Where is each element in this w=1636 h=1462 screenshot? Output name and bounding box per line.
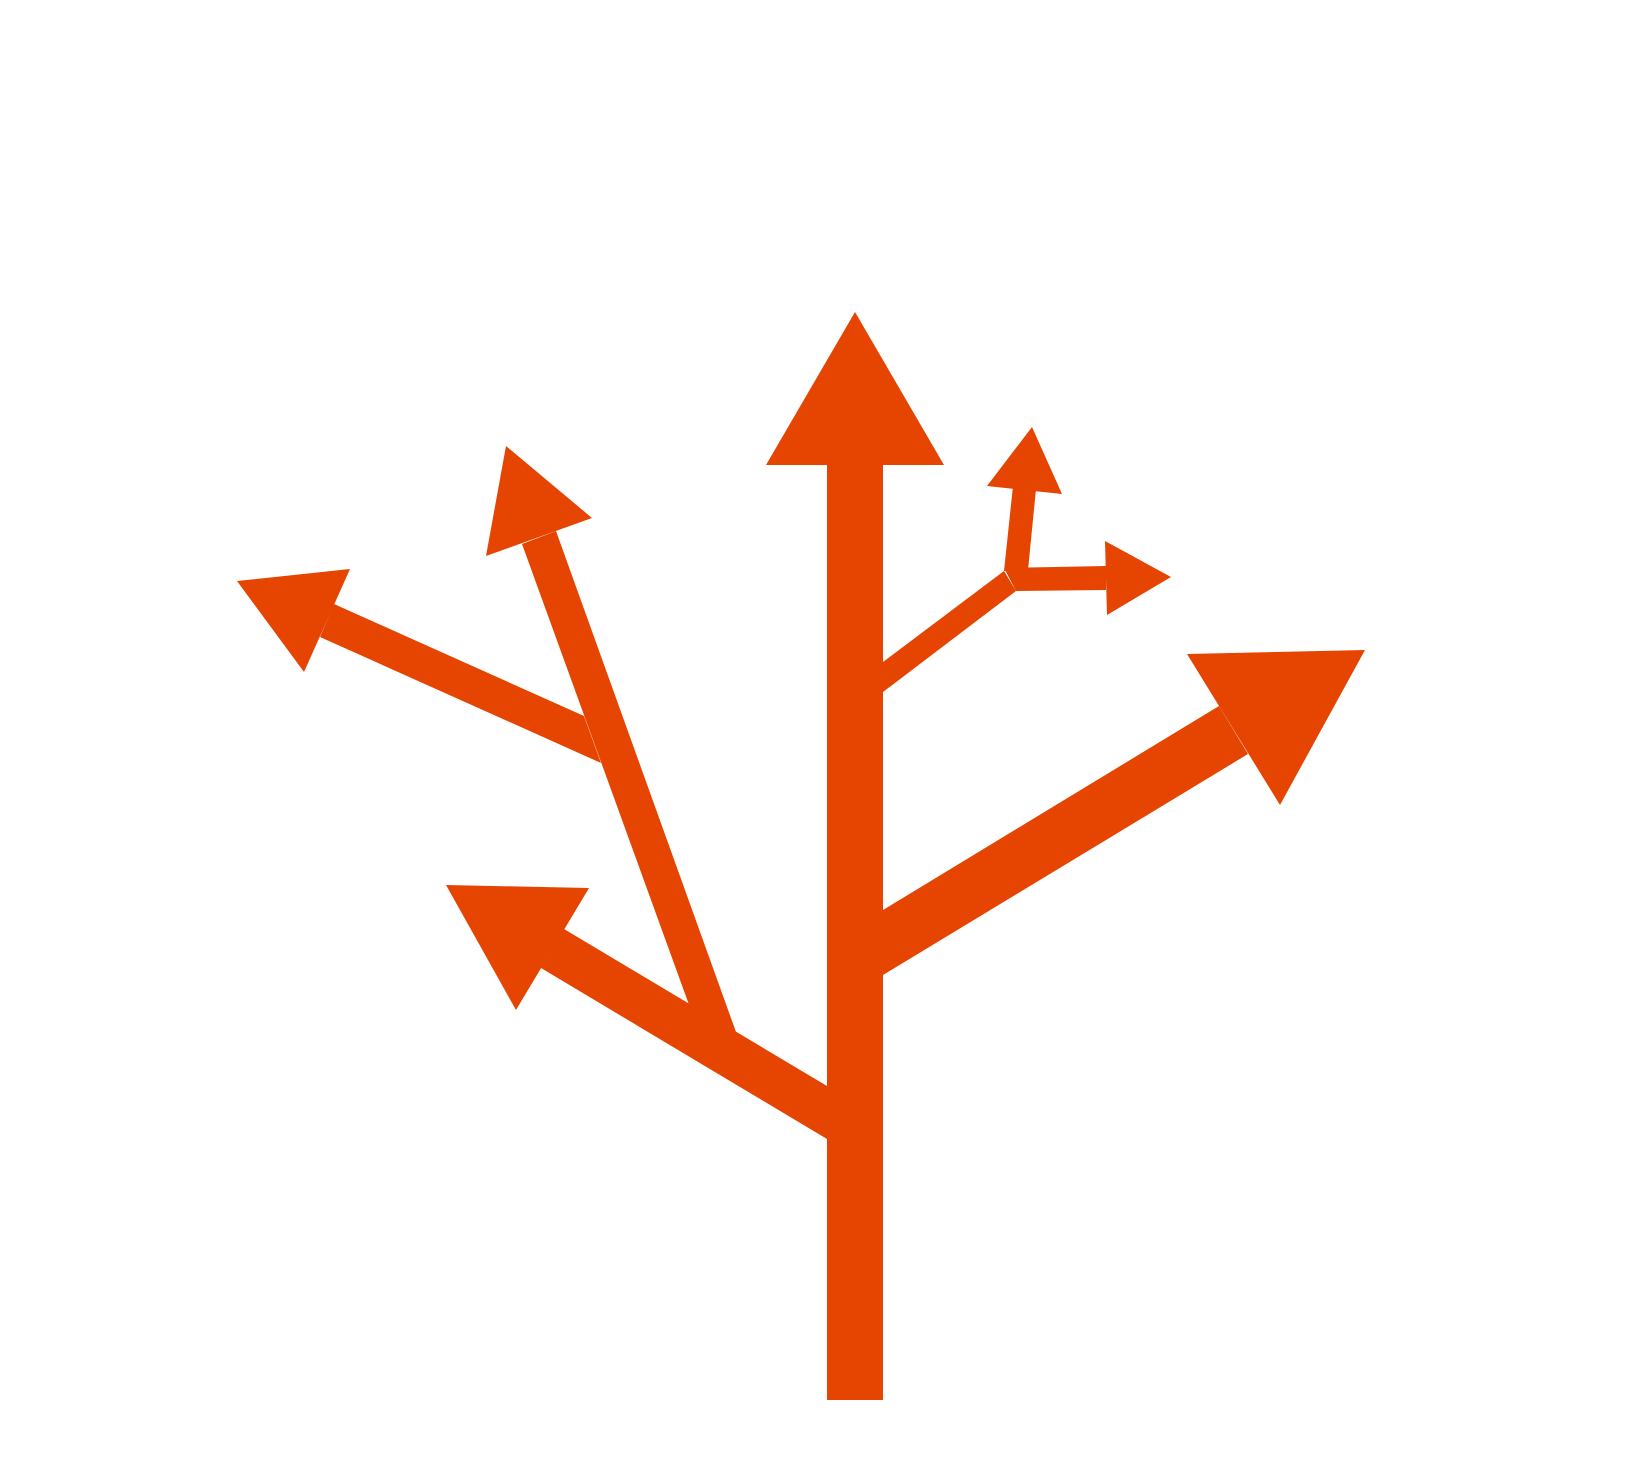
trunk-arrowhead-icon <box>766 312 944 465</box>
upper-right-twig-up-shaft <box>1004 486 1036 571</box>
upper-right-twig-right-shaft <box>1004 566 1106 591</box>
trunk-shaft <box>827 464 883 1400</box>
upper-left-branch-shaft <box>320 604 601 763</box>
upper-right-branch-shaft <box>883 571 1016 692</box>
diagonal-branch-shaft <box>522 531 736 1068</box>
lower-left-branch-arrowhead-icon <box>446 885 589 1010</box>
upper-right-twig-up-arrowhead-icon <box>987 427 1062 494</box>
diagonal-branch-arrowhead-icon <box>486 446 592 556</box>
right-branch-shaft <box>883 706 1248 975</box>
upper-right-twig-right-arrowhead-icon <box>1105 541 1171 615</box>
right-branch-arrowhead-icon <box>1187 650 1365 805</box>
lower-left-branch-shaft <box>541 929 827 1139</box>
upper-left-branch-arrowhead-icon <box>237 569 350 672</box>
